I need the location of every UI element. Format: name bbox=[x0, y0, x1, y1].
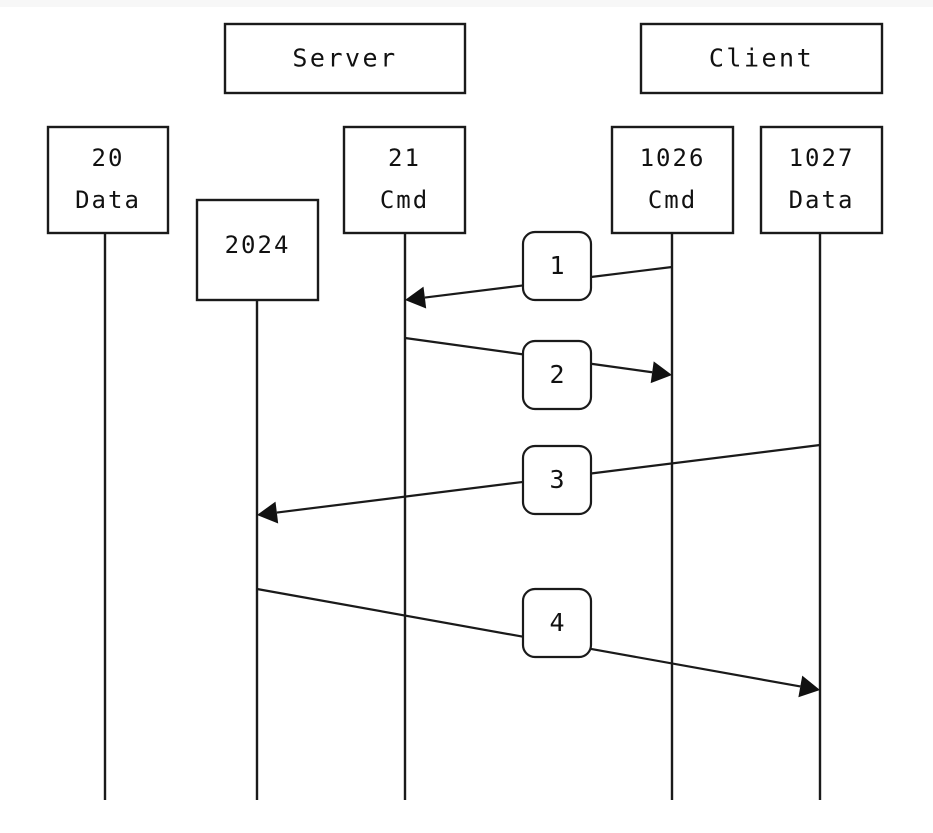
message-label-3: 3 bbox=[549, 465, 564, 494]
title-server[interactable]: Server bbox=[223, 22, 467, 95]
port-number-port-2024: 2024 bbox=[225, 231, 291, 259]
participant-box-port-1026-cmd[interactable] bbox=[610, 125, 735, 235]
port-role-port-21-cmd: Cmd bbox=[380, 186, 429, 214]
top-background-strip bbox=[0, 0, 933, 7]
port-number-port-1027-data: 1027 bbox=[789, 144, 855, 172]
message-3[interactable]: 3 bbox=[257, 443, 821, 524]
title-client[interactable]: Client bbox=[639, 22, 884, 95]
message-4[interactable]: 4 bbox=[256, 587, 820, 698]
port-role-port-1026-cmd: Cmd bbox=[648, 186, 697, 214]
title-box-server[interactable] bbox=[223, 22, 467, 95]
arrowhead-1 bbox=[405, 286, 427, 309]
title-box-client[interactable] bbox=[639, 22, 884, 95]
message-label-box-4[interactable] bbox=[521, 587, 593, 659]
participant-box-port-20-data[interactable] bbox=[46, 125, 170, 235]
participant-port-2024[interactable]: 2024 bbox=[195, 198, 320, 302]
port-role-port-1027-data: Data bbox=[789, 186, 855, 214]
message-label-box-3[interactable] bbox=[521, 444, 593, 516]
title-label-client: Client bbox=[709, 44, 814, 73]
port-number-port-1026-cmd: 1026 bbox=[640, 144, 706, 172]
port-number-port-21-cmd: 21 bbox=[388, 144, 421, 172]
message-label-box-1[interactable] bbox=[521, 230, 593, 302]
participant-box-port-21-cmd[interactable] bbox=[342, 125, 467, 235]
port-number-port-20-data: 20 bbox=[92, 144, 125, 172]
arrowhead-4 bbox=[798, 675, 820, 698]
message-label-1: 1 bbox=[549, 251, 564, 280]
title-label-server: Server bbox=[292, 44, 397, 73]
port-role-port-20-data: Data bbox=[75, 186, 141, 214]
message-1[interactable]: 1 bbox=[405, 230, 673, 309]
message-label-2: 2 bbox=[549, 360, 564, 389]
participant-box-port-2024[interactable] bbox=[195, 198, 320, 302]
participant-box-port-1027-data[interactable] bbox=[759, 125, 884, 235]
message-2[interactable]: 2 bbox=[404, 336, 672, 411]
message-label-4: 4 bbox=[549, 608, 564, 637]
message-label-box-2[interactable] bbox=[521, 339, 593, 411]
arrowhead-3 bbox=[257, 501, 279, 524]
arrowhead-2 bbox=[650, 361, 672, 384]
